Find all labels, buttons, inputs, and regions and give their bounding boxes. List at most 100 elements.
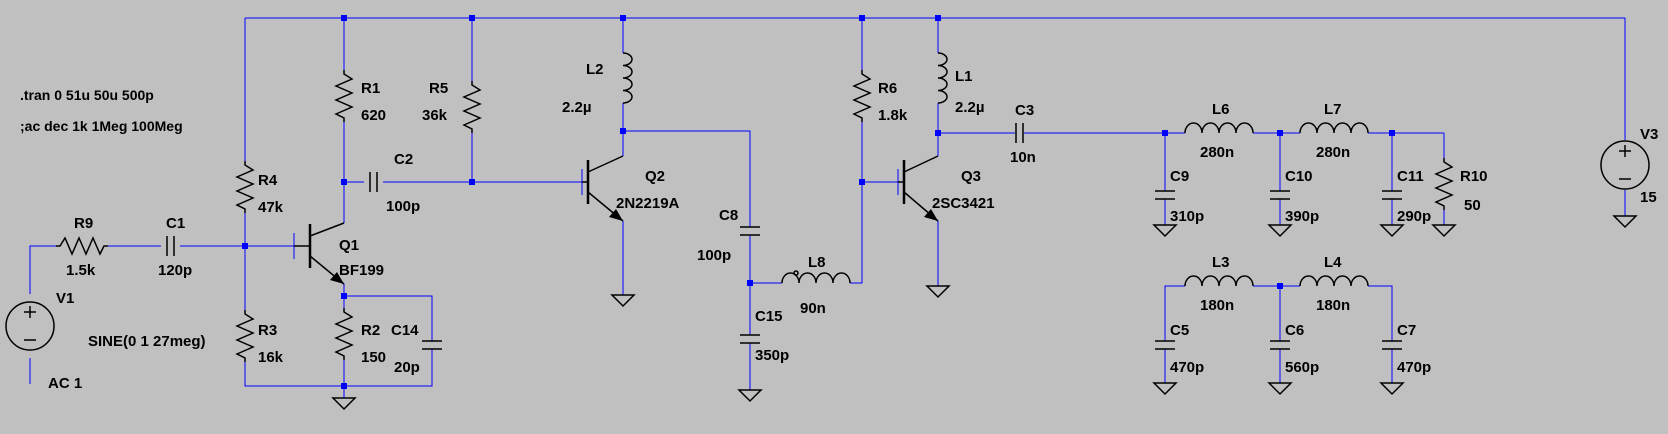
junction: [1277, 283, 1283, 289]
capacitor-C9[interactable]: [1155, 190, 1175, 200]
R3-ref: R3: [258, 322, 277, 339]
R1-value: 620: [361, 107, 386, 124]
junction: [620, 128, 626, 134]
transistor-Q3[interactable]: [898, 155, 939, 222]
L6-value: 280n: [1200, 144, 1234, 161]
C15-ref: C15: [755, 308, 783, 325]
transistor-Q1[interactable]: [294, 222, 345, 285]
resistor-R2[interactable]: [334, 308, 354, 360]
C6-ref: C6: [1285, 322, 1304, 339]
C1-value: 120p: [158, 262, 192, 279]
resistor-R4[interactable]: [235, 161, 255, 213]
Q2-value: 2N2219A: [616, 195, 680, 212]
capacitor-C15[interactable]: [740, 334, 760, 344]
L1-ref: L1: [955, 68, 973, 85]
R2-ref: R2: [361, 322, 380, 339]
C5-value: 470p: [1170, 359, 1204, 376]
ground-icon: [1612, 215, 1638, 229]
ground-icon: [1152, 382, 1178, 396]
L6-ref: L6: [1212, 101, 1230, 118]
junction: [935, 130, 941, 136]
L1-value: 2.2µ: [955, 99, 985, 116]
voltage-source-V1[interactable]: [5, 301, 55, 351]
C8-value: 100p: [697, 247, 731, 264]
ground-icon: [925, 285, 951, 299]
ground-icon: [1379, 382, 1405, 396]
junction: [341, 293, 347, 299]
C5-ref: C5: [1170, 322, 1189, 339]
ground-icon: [737, 389, 763, 403]
capacitor-C7[interactable]: [1382, 340, 1402, 350]
inductor-dot: [793, 270, 799, 276]
R9-value: 1.5k: [66, 262, 96, 279]
capacitor-C3[interactable]: [1015, 123, 1024, 143]
Q1-ref: Q1: [339, 237, 359, 254]
voltage-source-V3[interactable]: [1600, 140, 1650, 190]
Q3-value: 2SC3421: [932, 195, 995, 212]
capacitor-C5[interactable]: [1155, 340, 1175, 350]
C10-ref: C10: [1285, 168, 1313, 185]
capacitor-C11[interactable]: [1382, 190, 1402, 200]
L7-ref: L7: [1324, 101, 1342, 118]
L8-ref: L8: [808, 254, 826, 271]
junction: [935, 15, 941, 21]
inductor-L6[interactable]: [1184, 122, 1254, 134]
R5-ref: R5: [429, 80, 448, 97]
transistor-Q2[interactable]: [582, 155, 624, 222]
L2-value: 2.2µ: [562, 99, 592, 116]
C3-value: 10n: [1010, 149, 1036, 166]
capacitor-C1[interactable]: [166, 236, 175, 256]
resistor-R9[interactable]: [56, 236, 108, 256]
V1-ref: V1: [56, 290, 74, 307]
R4-value: 47k: [258, 199, 284, 216]
C3-ref: C3: [1015, 102, 1034, 119]
ac-directive: ;ac dec 1k 1Meg 100Meg: [20, 118, 183, 134]
junction: [1277, 130, 1283, 136]
capacitor-C2[interactable]: [369, 172, 378, 192]
junction: [747, 280, 753, 286]
R10-ref: R10: [1460, 168, 1488, 185]
resistor-R1[interactable]: [334, 70, 354, 122]
capacitor-C8[interactable]: [740, 226, 760, 236]
V1-source: SINE(0 1 27meg): [88, 333, 206, 350]
capacitor-C6[interactable]: [1270, 340, 1290, 350]
C8-ref: C8: [719, 207, 738, 224]
R6-value: 1.8k: [878, 107, 908, 124]
inductor-L8[interactable]: [781, 270, 851, 284]
inductor-L1[interactable]: [937, 52, 948, 104]
C14-value: 20p: [394, 359, 420, 376]
resistor-R5[interactable]: [462, 81, 482, 133]
capacitor-C10[interactable]: [1270, 190, 1290, 200]
junction: [469, 179, 475, 185]
resistor-R10[interactable]: [1434, 158, 1454, 210]
C7-ref: C7: [1397, 322, 1416, 339]
resistor-R6[interactable]: [852, 70, 872, 122]
ground-icon: [331, 397, 357, 411]
inductor-L4[interactable]: [1299, 275, 1369, 287]
junction: [859, 179, 865, 185]
inductor-L7[interactable]: [1299, 122, 1369, 134]
ground-icon: [1379, 224, 1405, 238]
L7-value: 280n: [1316, 144, 1350, 161]
junction: [242, 243, 248, 249]
R4-ref: R4: [258, 172, 278, 189]
tran-directive: .tran 0 51u 50u 500p: [20, 87, 154, 103]
C7-value: 470p: [1397, 359, 1431, 376]
C10-value: 390p: [1285, 208, 1319, 225]
capacitor-C14[interactable]: [422, 340, 442, 350]
V1-value: AC 1: [48, 375, 82, 392]
inductor-L2[interactable]: [622, 52, 633, 104]
ground-icon: [1152, 224, 1178, 238]
C15-value: 350p: [755, 347, 789, 364]
inductor-L3[interactable]: [1184, 275, 1254, 287]
L3-value: 180n: [1200, 297, 1234, 314]
resistor-R3[interactable]: [235, 310, 255, 362]
L4-ref: L4: [1324, 254, 1342, 271]
ground-icon: [1267, 224, 1293, 238]
ground-icon: [1267, 382, 1293, 396]
R6-ref: R6: [878, 80, 897, 97]
Q2-ref: Q2: [645, 168, 665, 185]
junction: [859, 15, 865, 21]
C1-ref: C1: [166, 215, 185, 232]
R10-value: 50: [1464, 197, 1481, 214]
